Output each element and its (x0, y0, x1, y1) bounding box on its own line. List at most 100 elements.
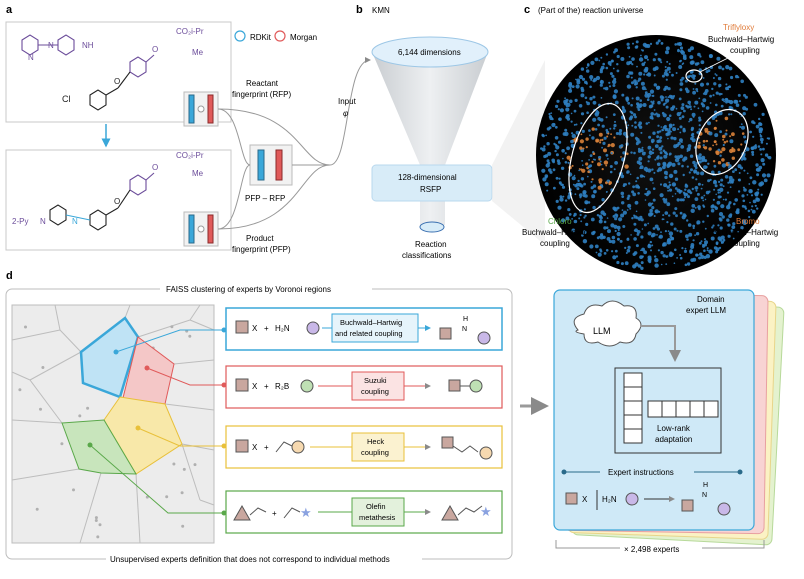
row-heck-label-box (351, 432, 405, 462)
instructions-dot-right (737, 469, 743, 475)
pfp-label-2: fingerprint (PFP) (232, 245, 291, 254)
row-buchwald-prod-h: H (463, 316, 468, 323)
lora-matrix-a (623, 372, 643, 444)
region-metathesis (61, 419, 137, 475)
product-n2: N (72, 217, 78, 226)
row-buchwald-label-1: Buchwald–Hartwig (340, 318, 402, 327)
triflyloxy-region (685, 69, 703, 83)
voronoi-lines (11, 304, 215, 544)
connector-metathesis (89, 444, 224, 514)
expert-count: × 2,498 experts (624, 545, 679, 554)
panel-a-label: a (6, 4, 13, 16)
phi-symbol: φ (343, 109, 348, 118)
reactant-molecule (21, 34, 155, 111)
row-heck-x: X (252, 443, 258, 452)
lora-label-2: adaptation (655, 435, 692, 444)
region-buchwald (79, 316, 140, 399)
panel-d: d FAISS clustering of experts by Voronoi… (5, 270, 785, 565)
inst-circle-icon (625, 492, 639, 506)
faiss-title-bg (160, 283, 372, 295)
row-suzuki-x: X (252, 382, 258, 391)
product-square-icon (439, 327, 452, 340)
reactant-carbonyl-o: O (114, 77, 120, 86)
product-circle-icon (469, 379, 483, 393)
panel-b: b KMN 6,144 dimensions 128-dimensional R… (356, 4, 545, 260)
row-buchwald-x: X (252, 324, 258, 333)
panel-d-label: d (6, 270, 13, 282)
inst-n: N (702, 492, 707, 499)
out-label-2: classifications (402, 251, 451, 260)
faiss-title: FAISS clustering of experts by Voronoi r… (166, 285, 331, 294)
product-circle-icon (479, 446, 493, 460)
row-buchwald: X + H₂N Buchwald–Hartwig and related cou… (225, 307, 503, 351)
star-icon: ★ (300, 505, 312, 520)
bromo-label-3: coupling (730, 239, 760, 248)
rfp-label-2: fingerprint (RFP) (232, 90, 291, 99)
rfp-to-diff (217, 108, 251, 166)
reactant-amine: NH (82, 41, 94, 50)
region-heck (103, 396, 183, 475)
product-molecule (49, 172, 155, 231)
product-methyl: Me (192, 169, 204, 178)
triflyloxy-label-3: coupling (730, 46, 760, 55)
triflyloxy-label-1: Triflyloxy (723, 23, 754, 32)
row-metathesis-label-2: metathesis (359, 513, 396, 522)
alkene-icon (275, 441, 293, 453)
aryl-square-icon (235, 320, 249, 334)
row-buchwald-plus: + (264, 324, 269, 333)
boronic-circle-icon (300, 379, 314, 393)
panel-b-label: b (356, 4, 363, 16)
reactant-box (5, 21, 232, 123)
reaction-rows: X + H₂N Buchwald–Hartwig and related cou… (225, 307, 503, 534)
product-box (5, 149, 232, 251)
connector-suzuki (146, 367, 224, 386)
rsfp-box (371, 164, 493, 202)
aryl-square-icon (235, 439, 249, 453)
product-alkene (452, 445, 479, 453)
inst-square-icon (565, 492, 578, 505)
row-heck-plus: + (264, 443, 269, 452)
connector-buchwald (115, 329, 224, 353)
panel-c-label: c (524, 4, 530, 16)
lora-label-1: Low-rank (657, 424, 691, 433)
dot-metathesis (221, 510, 227, 516)
bromo-label-1: Bromo (736, 217, 760, 226)
reactant-chloro: Cl (62, 94, 71, 104)
pfp-fingerprint-icon (183, 211, 219, 247)
row-metathesis-label-box (351, 497, 405, 527)
triflyloxy-label-2: Buchwald–Hartwig (708, 35, 774, 44)
aryl-square-icon (235, 378, 249, 392)
dot-heck (221, 443, 227, 449)
expert-count-bg (620, 543, 702, 555)
rfp-fingerprint-icon (183, 91, 219, 127)
chloro-label-2: Buchwald–Hartwig (522, 228, 588, 237)
reaction-universe (536, 35, 776, 275)
row-metathesis-plus: + (272, 509, 277, 518)
product-pyridyl: 2-Py (12, 217, 28, 226)
product-ester: CO₂i-Pr (176, 151, 204, 160)
morgan-fingerprint-icon (274, 30, 286, 42)
top-dim-label: 6,144 dimensions (398, 48, 461, 57)
row-metathesis-label-1: Olefin (366, 502, 386, 511)
bottom-ellipse (419, 221, 445, 233)
expert-title-2: expert LLM (686, 306, 726, 315)
diff-fingerprint-icon (249, 144, 293, 186)
reactant-ester: CO₂i-Pr (176, 27, 204, 36)
product-star-icon: ★ (480, 504, 492, 519)
lora-matrix-b (647, 400, 719, 418)
dot-suzuki (221, 382, 227, 388)
triangle-icon (233, 504, 251, 521)
row-suzuki-label-box (351, 371, 405, 401)
bromo-region (695, 108, 749, 176)
row-buchwald-reagent: H₂N (275, 324, 290, 333)
reactant-pyridine-n: N (28, 53, 34, 62)
row-buchwald-label-box (331, 313, 419, 343)
row-suzuki: X + R₂B Suzuki coupling (225, 365, 503, 409)
kmn-title: KMN (372, 6, 390, 15)
inst-x: X (582, 495, 588, 504)
row-heck-label-2: coupling (361, 448, 389, 457)
product-carbonyl-o: O (114, 197, 120, 206)
row-suzuki-label-2: coupling (361, 387, 389, 396)
instructions-bg (600, 466, 694, 478)
